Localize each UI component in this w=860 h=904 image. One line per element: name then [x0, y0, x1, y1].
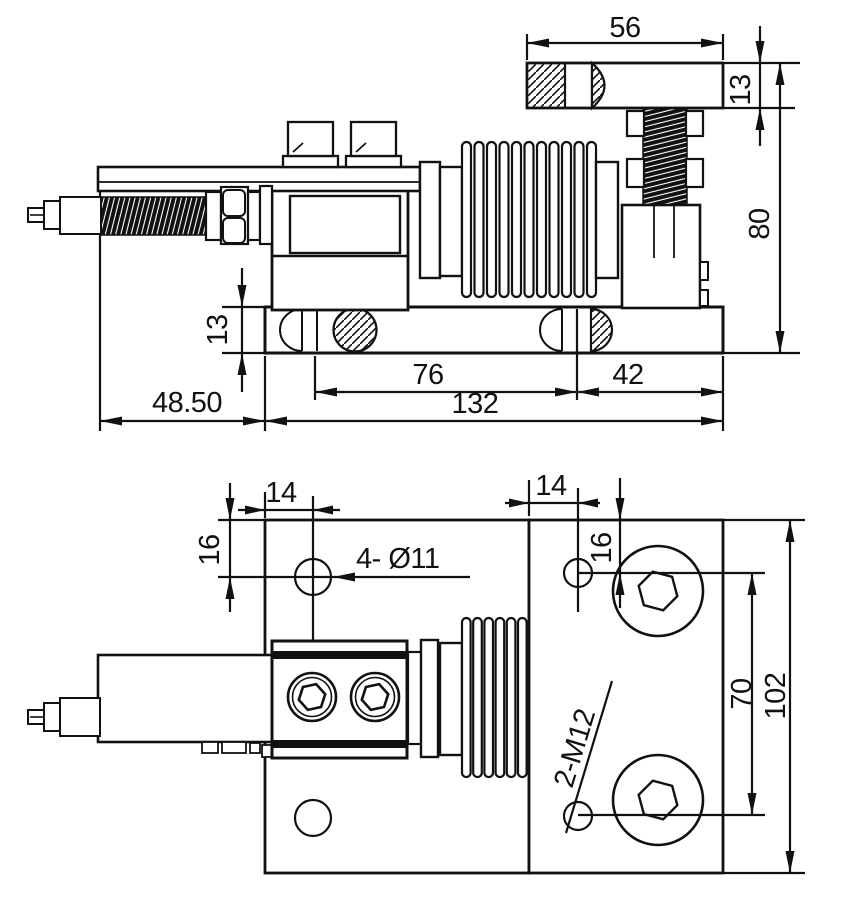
dim-label-13-base: 13: [202, 314, 234, 345]
dim-label-102: 102: [760, 673, 792, 720]
hex-socket: [360, 682, 390, 712]
load-cell-body: [96, 165, 422, 312]
dim-base-thickness: [222, 268, 265, 392]
dim-left-hole-x: [238, 492, 340, 642]
nut-flat: [684, 157, 705, 189]
dim-right-hole-x: [505, 480, 600, 612]
plan-view: [27, 518, 725, 875]
dim-plate-width: [525, 34, 725, 60]
cable-connector-plan: [27, 697, 101, 737]
nut-flat: [625, 109, 646, 138]
dim-label-42: 42: [612, 359, 643, 391]
dim-left-hole-y: [218, 483, 265, 612]
dim-label-56: 56: [609, 12, 640, 44]
washer-arc: [538, 308, 563, 352]
dim-plate-height: [723, 518, 805, 875]
dim-right-hole-y: [615, 478, 625, 608]
hex-socket: [297, 682, 327, 712]
bolt-section-hatch: [332, 307, 378, 353]
hex-socket: [637, 779, 679, 821]
dim-hole-span: [313, 309, 579, 400]
plan-view-dimensions: [218, 478, 805, 875]
leader-tapped-holes: [564, 680, 614, 834]
nut-flat: [684, 109, 705, 138]
top-bar: [96, 165, 422, 193]
dim-overall-height: [723, 63, 800, 355]
side-view-dimensions: [100, 26, 800, 431]
dim-label-132: 132: [452, 388, 499, 420]
dim-left-span: [100, 416, 265, 426]
socket-screw-top: [611, 544, 705, 638]
label-4-d11: 4- Ø11: [356, 543, 440, 575]
dim-label-13-plate: 13: [725, 74, 757, 105]
dim-base-length: [263, 356, 723, 431]
dim-label-48-50: 48.50: [152, 387, 222, 419]
bellows: [418, 140, 620, 299]
dim-label-14-right: 14: [535, 470, 567, 502]
dim-label-70: 70: [726, 678, 758, 709]
socket-screw-bottom: [611, 753, 705, 847]
clamp-screw: [349, 671, 401, 723]
support-block: [620, 203, 702, 310]
dim-label-76: 76: [412, 359, 443, 391]
leader-through-holes: [218, 572, 470, 582]
mounting-hole: [293, 798, 333, 838]
dim-right-span: [577, 356, 725, 431]
bellows-plan: [460, 616, 528, 779]
adjusting-screw: [620, 106, 709, 310]
dim-label-14-left: 14: [265, 477, 297, 509]
dim-hole-pitch: [747, 573, 757, 815]
top-plate-section: [525, 60, 725, 111]
dim-label-16-left: 16: [194, 534, 226, 565]
cable-glands-top: [281, 120, 403, 169]
clamp-block: [270, 638, 464, 760]
dim-plate-thickness: [723, 26, 800, 146]
base-plate-section: [263, 305, 725, 355]
cable-connector: [27, 184, 274, 246]
dim-label-16-right: 16: [586, 532, 618, 563]
hatch-lens: [590, 60, 606, 111]
clamp-screw: [286, 671, 338, 723]
nut-flat: [625, 157, 646, 189]
cable-thread: [100, 196, 207, 236]
hex-socket: [637, 570, 679, 612]
side-view: [27, 60, 725, 431]
bolt-section-hatch: [589, 307, 614, 353]
dim-label-80: 80: [744, 208, 776, 239]
threaded-rod: [642, 106, 688, 208]
